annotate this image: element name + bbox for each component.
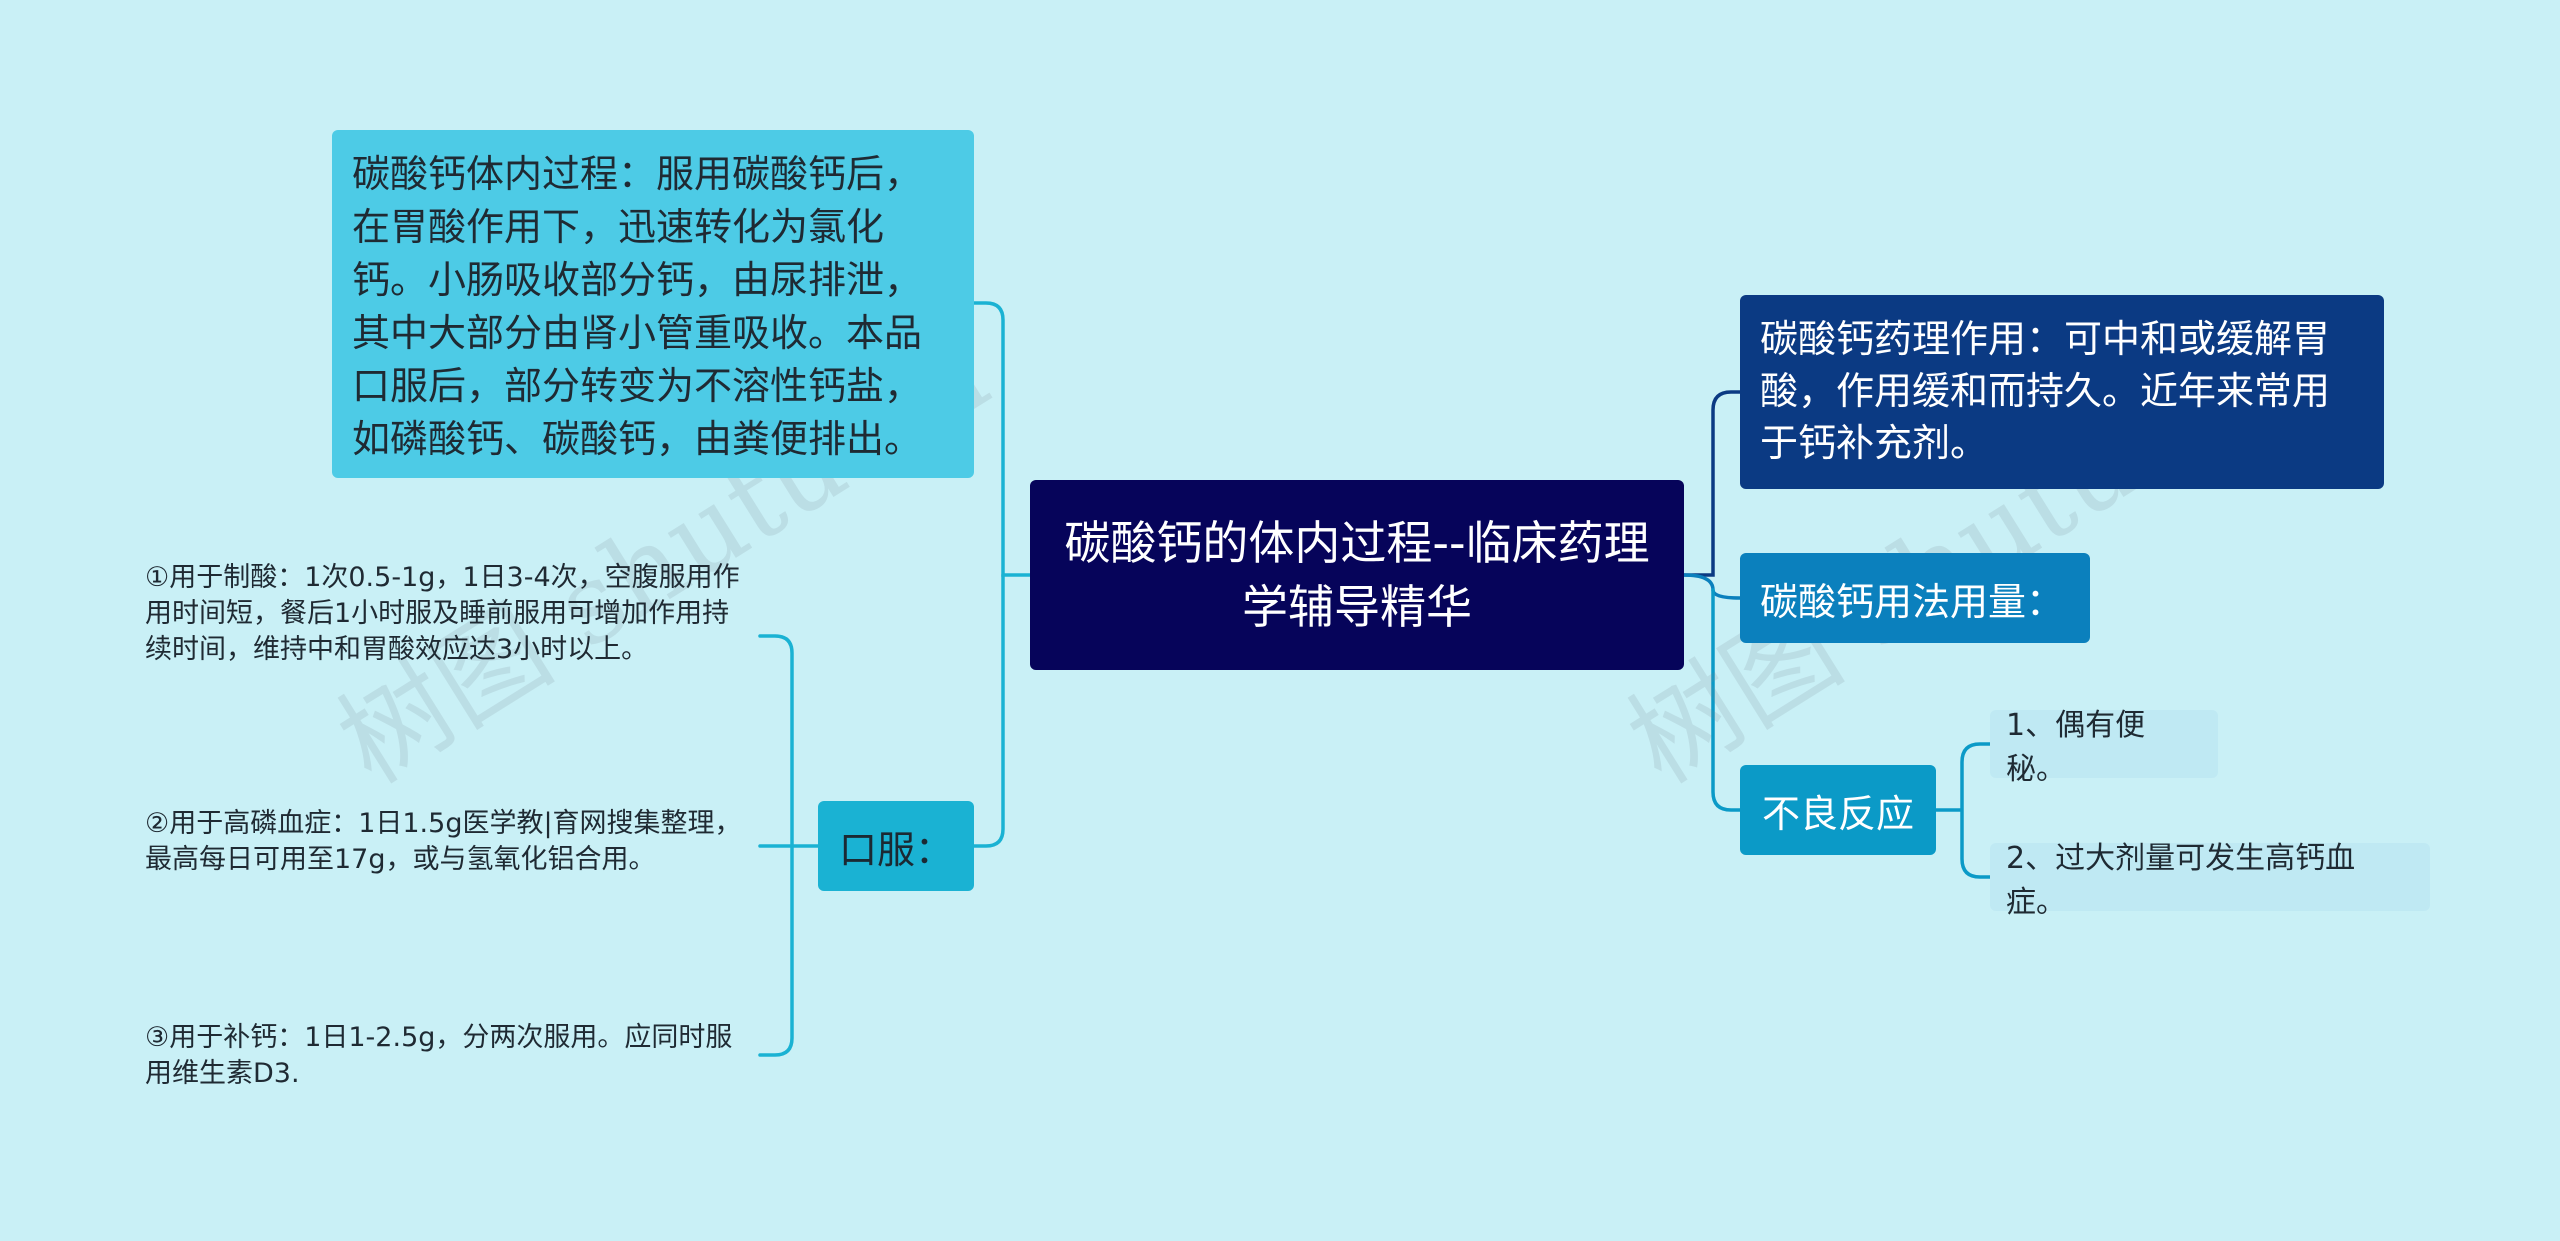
dose-item-antacid[interactable]: ①用于制酸：1次0.5-1g，1日3-4次，空腹服用作用时间短，餐后1小时服及睡…	[145, 562, 740, 665]
usage-label: 碳酸钙用法用量：	[1760, 579, 2065, 624]
adverse-item-constipation[interactable]: 1、偶有便秘。	[1990, 708, 2218, 787]
process-node[interactable]: 碳酸钙体内过程：服用碳酸钙后，在胃酸作用下，迅速转化为氯化钙。小肠吸收部分钙，由…	[332, 130, 974, 478]
adverse-item-hypercalcemia[interactable]: 2、过大剂量可发生高钙血症。	[1990, 841, 2430, 920]
adverse-item-text: 2、过大剂量可发生高钙血症。	[2006, 841, 2356, 920]
connector-root-left	[972, 301, 1032, 577]
adverse-node[interactable]: 不良反应	[1740, 765, 1936, 855]
connector-root-oral	[972, 573, 1005, 848]
usage-node[interactable]: 碳酸钙用法用量：	[1740, 553, 2090, 643]
connector-root-pharm	[1682, 390, 1742, 577]
dose-item-calcium-supplement[interactable]: ③用于补钙：1日1-2.5g，分两次服用。应同时服用维生素D3.	[145, 1022, 733, 1089]
dose-item-hyperphosphatemia[interactable]: ②用于高磷血症：1日1.5g医学教|育网搜集整理，最高每日可用至17g，或与氢氧…	[145, 808, 742, 875]
pharmacology-node[interactable]: 碳酸钙药理作用：可中和或缓解胃酸，作用缓和而持久。近年来常用于钙补充剂。	[1740, 295, 2384, 489]
connector-adverse-items	[1934, 742, 1992, 879]
connector-root-adverse	[1711, 588, 1742, 812]
oral-label: 口服：	[838, 827, 953, 872]
root-node[interactable]: 碳酸钙的体内过程--临床药理学辅导精华	[1030, 480, 1684, 670]
connector-oral-items	[758, 634, 820, 1057]
process-text: 碳酸钙体内过程：服用碳酸钙后，在胃酸作用下，迅速转化为氯化钙。小肠吸收部分钙，由…	[352, 152, 923, 461]
oral-node[interactable]: 口服：	[818, 801, 974, 891]
adverse-item-text: 1、偶有便秘。	[2006, 708, 2146, 787]
pharmacology-text: 碳酸钙药理作用：可中和或缓解胃酸，作用缓和而持久。近年来常用于钙补充剂。	[1760, 317, 2331, 465]
adverse-label: 不良反应	[1761, 791, 1914, 836]
root-title: 碳酸钙的体内过程--临床药理学辅导精华	[1064, 516, 1650, 634]
